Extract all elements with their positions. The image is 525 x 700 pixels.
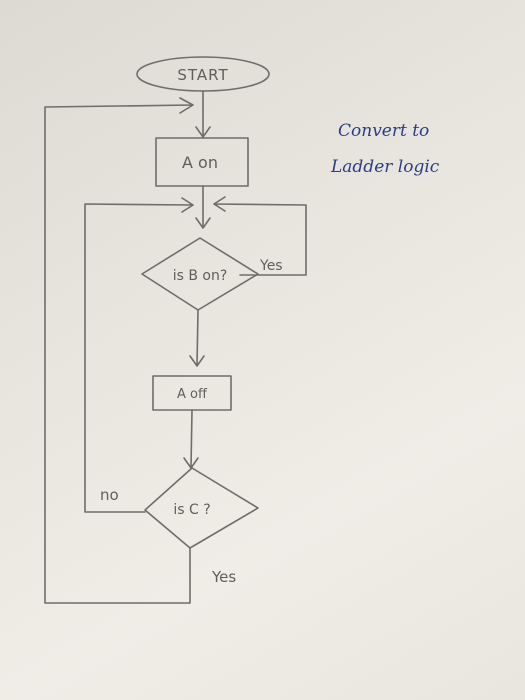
note-line-2: Ladder logic [330, 157, 440, 177]
c-no-label: no [100, 486, 119, 504]
a-off-box: A off [152, 375, 232, 411]
return-loop-line [44, 97, 194, 604]
arrow-b-to-a-off [189, 309, 205, 367]
is-b-on-label: is B on? [173, 268, 228, 284]
arrow-a-on-to-merge [195, 185, 211, 229]
arrow-a-off-to-c [183, 409, 199, 469]
a-on-box: A on [155, 137, 249, 187]
note-line-1: Convert to [338, 121, 429, 141]
no-loop-line [84, 197, 194, 513]
c-yes-label: Yes [211, 568, 236, 586]
a-on-label: A on [182, 153, 218, 172]
start-terminal: START [136, 56, 270, 92]
a-off-label: A off [177, 387, 208, 402]
b-yes-label: Yes [259, 258, 283, 274]
is-c-label: is C ? [173, 502, 210, 518]
start-label: START [177, 66, 228, 84]
is-b-on-decision: is B on? [141, 237, 259, 311]
arrow-start-to-a-on [195, 90, 211, 138]
is-c-decision: is C ? [144, 467, 259, 549]
yes-loop-line [213, 196, 307, 276]
